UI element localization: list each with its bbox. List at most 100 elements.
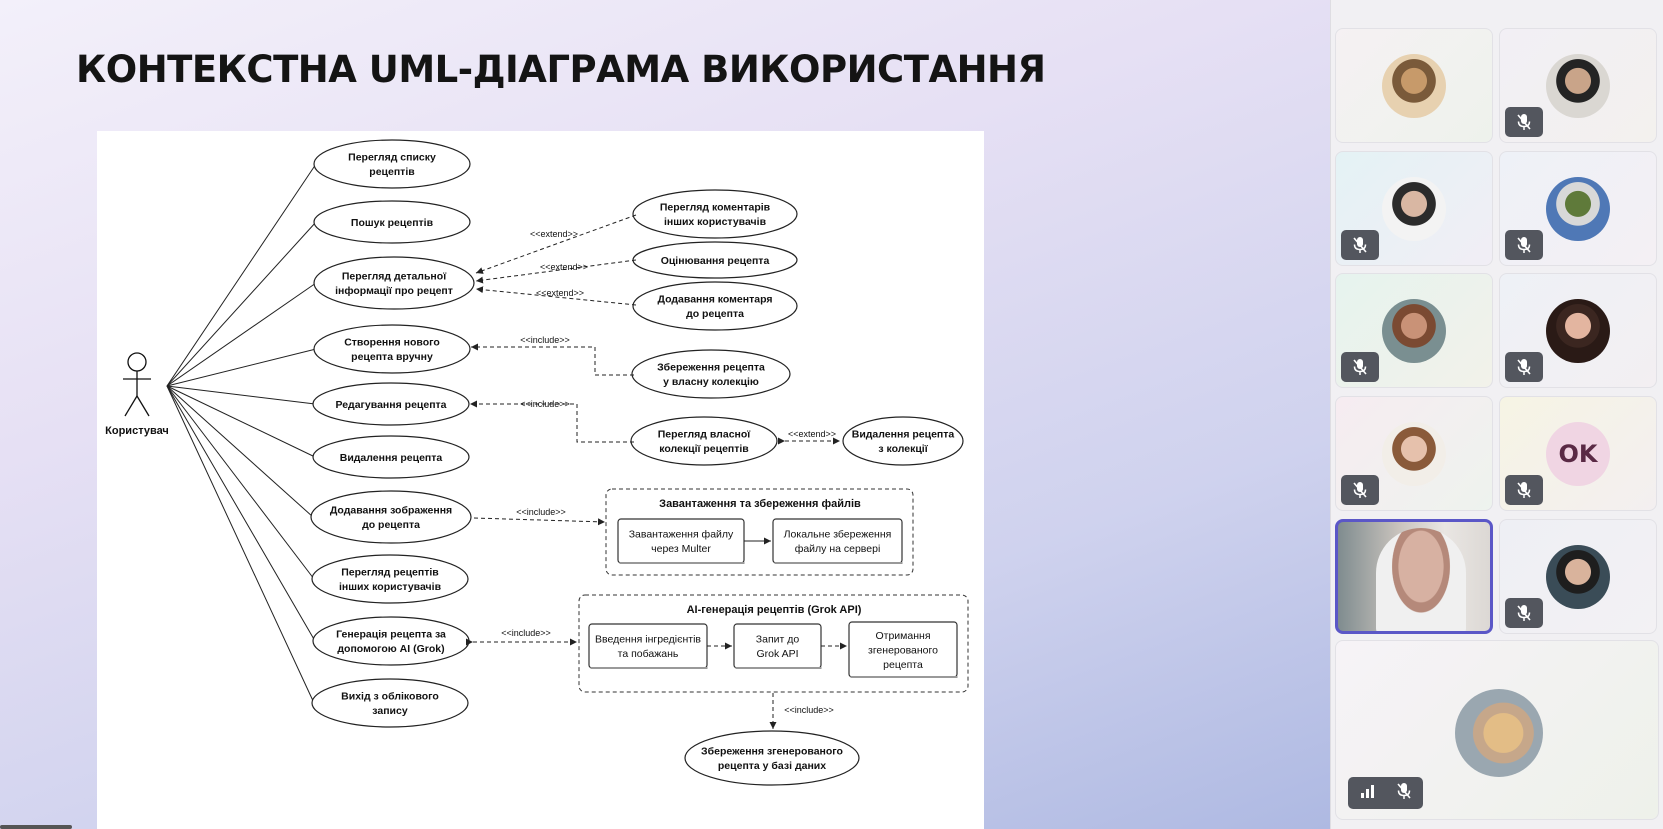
use-case-logout: Вихід з облікового запису (311, 678, 469, 728)
participant-controls (1348, 777, 1423, 809)
file-upload-group: Завантаження та збереження файлів (605, 488, 914, 576)
avatar (1382, 421, 1446, 486)
text-line: Вихід з облікового (341, 691, 439, 703)
ai-generation-group: AI-генерація рецептів (Grok API) (578, 594, 969, 693)
file-step-upload: Завантаження файлу через Multer (617, 518, 745, 564)
participant-tile[interactable] (1335, 273, 1493, 388)
text-line: колекції рецептів (659, 443, 749, 455)
avatar (1455, 689, 1543, 777)
text-line: та побажань (618, 648, 679, 660)
use-case-view-list: Перегляд списку рецептів (313, 139, 471, 189)
association-line (166, 348, 317, 387)
include-stereotype-label: <<include>> (501, 628, 551, 638)
text-line: Пошук рецептів (351, 217, 434, 229)
text-line: інших користувачів (339, 581, 442, 593)
extend-arrow-comments (475, 214, 637, 274)
association-line (166, 385, 315, 580)
association-line (166, 385, 316, 405)
text-line: рецепта у базі даних (718, 760, 826, 772)
avatar (1546, 53, 1610, 118)
text-line: Додавання коментаря (658, 294, 773, 306)
include-arrow-collection (470, 400, 634, 443)
participant-tile[interactable]: OK (1499, 396, 1657, 511)
avatar (1546, 298, 1610, 363)
text-line: згенерованого (868, 644, 938, 656)
text-line: Збереження згенерованого (701, 746, 843, 758)
use-case-search: Пошук рецептів (313, 200, 471, 244)
avatar-initials: OK (1546, 421, 1610, 486)
text-line: рецепта (883, 659, 923, 671)
extend-stereotype-label: <<extend>> (530, 229, 578, 239)
bottom-edge-bar (0, 825, 72, 829)
text-line: рецепта вручну (351, 351, 433, 363)
include-stereotype-label: <<include>> (520, 399, 570, 409)
text-line: рецептів (369, 166, 415, 178)
use-case-add-comment: Додавання коментаря до рецепта (632, 281, 798, 331)
text-line: Створення нового (344, 337, 440, 349)
include-stereotype-label: <<include>> (516, 507, 566, 517)
text-line: Перегляд списку (348, 152, 436, 164)
text-line: до рецепта (362, 519, 420, 531)
participant-tile[interactable] (1335, 519, 1493, 634)
participant-tile[interactable] (1499, 273, 1657, 388)
extend-arrow-add-comment (475, 286, 637, 306)
association-line (166, 385, 314, 518)
mic-muted-icon (1505, 598, 1543, 628)
text-line: до рецепта (686, 308, 744, 320)
text-line: інших користувачів (664, 216, 767, 228)
avatar (1382, 298, 1446, 363)
use-case-view-comments: Перегляд коментарів інших користувачів (632, 189, 798, 239)
actor-label: Користувач (105, 425, 169, 437)
text-line: Завантаження файлу (629, 529, 734, 541)
participant-tile[interactable] (1335, 151, 1493, 266)
text-line: Оцінювання рецепта (661, 255, 770, 267)
mic-muted-icon (1341, 230, 1379, 260)
use-case-delete-from-collection: Видалення рецепта з колекції (842, 416, 964, 466)
slide-title: КОНТЕКСТНА UML-ДІАГРАМА ВИКОРИСТАННЯ (76, 48, 1046, 91)
participants-sidebar[interactable]: OK (1330, 0, 1663, 829)
association-line (166, 282, 317, 387)
avatar (1546, 176, 1610, 241)
participant-tile[interactable] (1499, 28, 1657, 143)
participant-tile[interactable] (1499, 519, 1657, 634)
text-line: з колекції (878, 443, 928, 455)
mic-muted-icon (1505, 230, 1543, 260)
text-line: файлу на сервері (795, 543, 881, 555)
participant-tile-large[interactable] (1335, 640, 1659, 820)
text-line: Перегляд коментарів (660, 202, 771, 214)
text-line: запису (372, 705, 408, 717)
association-line (166, 163, 317, 387)
ai-step-receive: Отримання згенерованого рецепта (848, 621, 958, 678)
use-case-edit: Редагування рецепта (312, 382, 470, 426)
extend-stereotype-label: <<extend>> (788, 429, 836, 439)
text-line: Видалення рецепта (852, 429, 955, 441)
participant-tile[interactable] (1335, 396, 1493, 511)
text-line: допомогою AI (Grok) (337, 643, 444, 655)
text-line: Генерація рецепта за (336, 629, 446, 641)
text-line: Введення інгредієнтів (595, 634, 701, 646)
use-case-create: Створення нового рецепта вручну (313, 324, 471, 374)
text-line: у власну колекцію (663, 376, 759, 388)
avatar (1546, 544, 1610, 609)
text-line: Збереження рецепта (657, 362, 765, 374)
participant-tile[interactable] (1335, 28, 1493, 143)
use-case-rate: Оцінювання рецепта (632, 241, 798, 279)
mic-muted-icon (1396, 782, 1412, 804)
active-speaker-video (1376, 528, 1466, 631)
text-line: через Multer (651, 543, 711, 555)
text-line: інформації про рецепт (335, 285, 453, 297)
extend-stereotype-label: <<extend>> (540, 262, 588, 272)
participant-tile[interactable] (1499, 151, 1657, 266)
include-stereotype-label: <<include>> (520, 335, 570, 345)
avatar (1382, 176, 1446, 241)
text-line: Отримання (875, 630, 930, 642)
file-group-title: Завантаження та збереження файлів (659, 498, 861, 510)
